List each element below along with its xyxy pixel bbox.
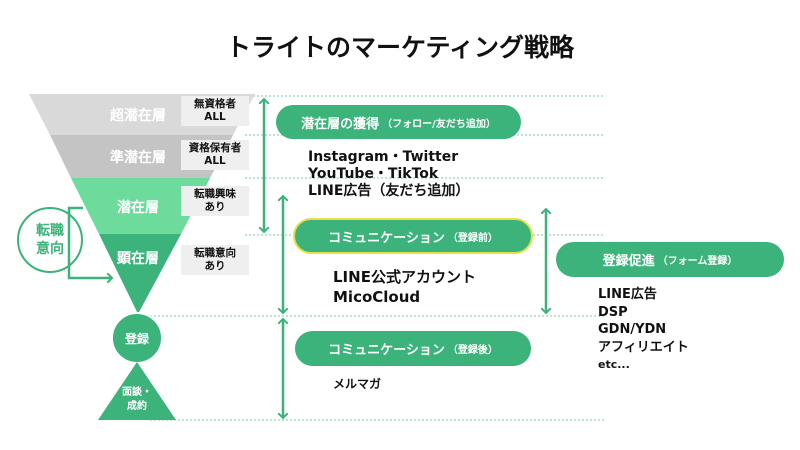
list-item: Instagram・Twitter bbox=[308, 149, 459, 165]
layer-label: 超潜在層 bbox=[110, 108, 166, 124]
register-label: 登録 bbox=[124, 332, 149, 346]
pill-comm-before: コミュニケーション（登録前） bbox=[293, 218, 533, 254]
comm-before-list: LINE公式アカウント MicoCloud bbox=[333, 267, 476, 307]
list-item: LINE広告（友だち追加） bbox=[308, 183, 470, 199]
list-item: YouTube・TikTok bbox=[308, 166, 439, 182]
promote-list: LINE広告 DSP GDN/YDN アフィリエイト etc... bbox=[598, 286, 689, 374]
list-item: etc... bbox=[598, 358, 630, 371]
list-item: MicoCloud bbox=[333, 288, 421, 306]
layer-tag: 転職意向あり bbox=[181, 245, 249, 275]
list-item: アフィリエイト bbox=[598, 339, 689, 355]
list-item: LINE公式アカウント bbox=[333, 268, 476, 286]
layer-latent bbox=[71, 178, 210, 234]
layer-label: 潜在層 bbox=[117, 200, 159, 216]
meeting-triangle bbox=[98, 362, 176, 420]
layer-label: 顕在層 bbox=[117, 251, 159, 267]
layer-label: 準潜在層 bbox=[110, 150, 166, 166]
comm-after-list: メルマガ bbox=[333, 375, 381, 392]
intent-bracket-arrow bbox=[67, 206, 112, 278]
list-item: メルマガ bbox=[333, 377, 382, 391]
list-item: GDN/YDN bbox=[598, 322, 667, 337]
pill-comm-after: コミュニケーション（登録後） bbox=[295, 331, 531, 366]
intent-circle bbox=[17, 207, 83, 273]
acquire-list: Instagram・Twitter YouTube・TikTok LINE広告（… bbox=[308, 149, 469, 200]
page-title: トライトのマーケティング戦略 bbox=[225, 33, 574, 62]
layer-apparent bbox=[99, 234, 181, 314]
pill-acquire: 潜在層の獲得（フォロー/友だち追加） bbox=[276, 105, 521, 139]
list-item: LINE広告 bbox=[598, 287, 657, 302]
layer-tag: 転職興味あり bbox=[181, 186, 249, 216]
pill-promote: 登録促進（フォーム登録） bbox=[556, 242, 784, 277]
list-item: DSP bbox=[598, 304, 628, 320]
meeting-label: 面談・成約 bbox=[122, 387, 152, 412]
intent-label: 転職意向 bbox=[36, 223, 64, 257]
